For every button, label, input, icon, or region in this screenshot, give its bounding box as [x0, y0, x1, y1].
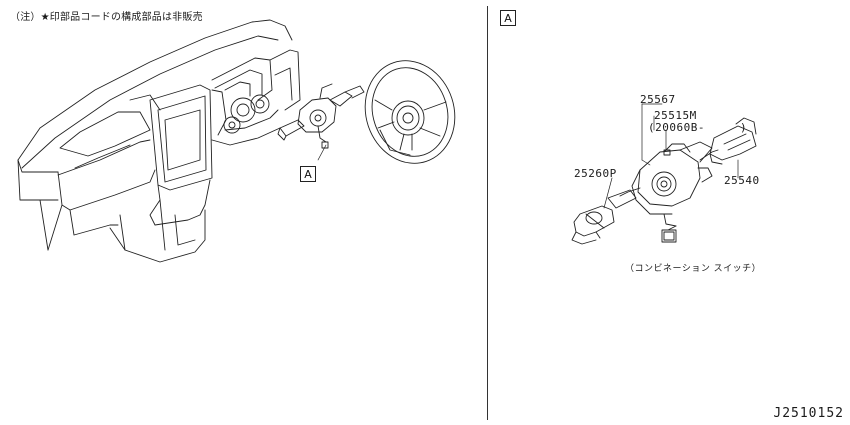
combination-switch-caption: （コンビネーション スイッチ） — [625, 264, 762, 274]
dashboard-illustration — [17, 19, 301, 263]
section-divider — [487, 6, 488, 420]
drawing-number: J2510152 — [773, 406, 844, 421]
part-number-25567: 25567 — [640, 93, 676, 106]
part-number-25540: 25540 — [724, 174, 760, 187]
reference-marker-label: A — [504, 11, 512, 25]
steering-column-switch-small — [277, 83, 365, 161]
reference-marker-a-right: A — [500, 10, 516, 26]
part-number-25260p: 25260P — [574, 167, 617, 180]
note-text: （注）★印部品コードの構成部品は非販売 — [10, 12, 203, 23]
part-number-20060b: (20060B- — [648, 121, 705, 134]
leader-lines — [603, 103, 739, 209]
part-number-20060b-close: ) — [740, 121, 748, 134]
combination-switch-detail — [571, 117, 757, 245]
steering-wheel — [364, 60, 456, 164]
reference-marker-label: A — [304, 167, 312, 181]
part-number-25515m: 25515M — [654, 109, 697, 122]
reference-marker-a-left: A — [300, 166, 316, 182]
